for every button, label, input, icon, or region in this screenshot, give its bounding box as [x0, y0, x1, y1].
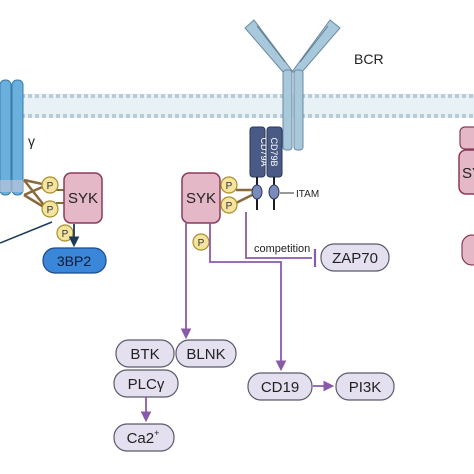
gamma-receptor — [0, 79, 24, 196]
btk-label: BTK — [130, 346, 159, 363]
right-partial-complex: SY — [458, 126, 474, 266]
cd79a-label: CD79A — [259, 137, 269, 166]
syk-center-node — [181, 172, 221, 224]
pi3k-label: PI3K — [349, 379, 382, 396]
syk-to-cd19-arrow — [209, 223, 287, 372]
syk-left-node — [63, 172, 103, 224]
cd79b-chain: CD79B — [266, 126, 283, 210]
cd79b-label: CD79B — [269, 137, 279, 166]
syk-right-partial-label: SY — [462, 165, 474, 182]
syk-left-label: SYK — [68, 190, 98, 207]
blnk-label: BLNK — [186, 346, 225, 363]
ca2-base: Ca2 — [127, 430, 155, 447]
ca2-node: Ca2+ — [113, 423, 175, 452]
syk-center-label: SYK — [186, 190, 216, 207]
plasma-membrane — [0, 94, 474, 118]
ca2-superscript: + — [154, 428, 159, 438]
syk-left-edge — [0, 221, 53, 244]
cd19-node: CD19 — [247, 372, 313, 401]
p-site — [192, 233, 210, 251]
cd79a-itam — [251, 184, 263, 200]
blnk-node: BLNK — [175, 339, 237, 368]
btk-node: BTK — [115, 339, 175, 368]
p-site — [220, 176, 238, 194]
competition-edge — [245, 212, 317, 267]
syk-center-complex: SYK P P P — [181, 172, 253, 251]
p-label: P — [226, 181, 233, 192]
zap70-label: ZAP70 — [332, 250, 378, 267]
p-site — [41, 200, 59, 218]
cd79b-itam — [268, 184, 280, 200]
gamma-label: γ — [28, 133, 35, 149]
3bp2-label: 3BP2 — [57, 253, 91, 269]
p-site — [220, 196, 238, 214]
syk-left-complex: P P SYK P — [0, 172, 103, 248]
bcr-receptor — [244, 19, 341, 151]
p-label: P — [62, 229, 69, 240]
competition-label: competition — [254, 243, 310, 255]
cd19-label: CD19 — [261, 379, 299, 396]
p-label: P — [47, 181, 54, 192]
p-label: P — [198, 238, 205, 249]
cd79a-chain: CD79A — [249, 126, 269, 210]
p-label: P — [47, 205, 54, 216]
plcg-node: PLCγ — [113, 369, 179, 398]
ca2-label: Ca2+ — [127, 428, 160, 447]
itam-label: ITAM — [296, 189, 319, 200]
3bp2-node: 3BP2 — [42, 247, 107, 274]
p-site — [41, 176, 59, 194]
plcg-label: PLCγ — [128, 376, 165, 393]
syk-right-partial-node — [458, 149, 474, 195]
bcr-label: BCR — [354, 51, 384, 67]
zap70-node: ZAP70 — [320, 243, 390, 272]
p-label: P — [226, 201, 233, 212]
pi3k-node: PI3K — [335, 372, 395, 401]
